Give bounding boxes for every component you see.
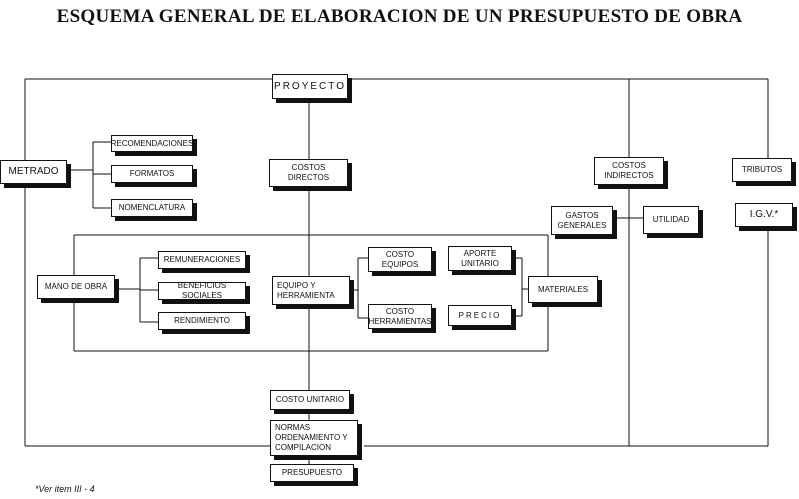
node-rendimiento: RENDIMIENTO [158, 312, 246, 330]
node-recomendaciones: RECOMENDACIONES [111, 135, 193, 152]
node-formatos: FORMATOS [111, 165, 193, 183]
node-utilidad: UTILIDAD [643, 206, 699, 234]
node-costo-equipos: COSTO EQUIPOS [368, 247, 432, 272]
footnote: *Ver item III - 4 [35, 484, 95, 494]
node-precio: PRECIO [448, 305, 512, 326]
node-normas: NORMAS ORDENAMIENTO Y COMPILACION [270, 420, 358, 456]
node-presupuesto: PRESUPUESTO [270, 464, 354, 482]
node-nomenclatura: NOMENCLATURA [111, 199, 193, 217]
node-metrado: METRADO [0, 160, 67, 184]
node-igv: I.G.V.* [735, 203, 793, 227]
node-materiales: MATERIALES [528, 276, 598, 303]
node-costos-directos: COSTOS DIRECTOS [269, 159, 348, 187]
node-gastos-generales: GASTOS GENERALES [551, 206, 613, 235]
node-proyecto: PROYECTO [272, 74, 348, 99]
node-equipo-herramienta: EQUIPO Y HERRAMIENTA [272, 276, 350, 305]
diagram-title: ESQUEMA GENERAL DE ELABORACION DE UN PRE… [56, 6, 743, 27]
node-beneficios-sociales: BENEFICIOS SOCIALES [158, 281, 246, 300]
node-costos-indirectos: COSTOS INDIRECTOS [594, 157, 664, 185]
node-costo-unitario: COSTO UNITARIO [270, 390, 350, 410]
node-aporte-unitario: APORTE UNITARIO [448, 246, 512, 271]
node-remuneraciones: REMUNERACIONES [158, 251, 246, 269]
node-tributos: TRIBUTOS [732, 158, 792, 182]
node-costo-herramientas: COSTO HERRAMIENTAS [368, 304, 432, 329]
node-mano-de-obra: MANO DE OBRA [37, 275, 115, 299]
